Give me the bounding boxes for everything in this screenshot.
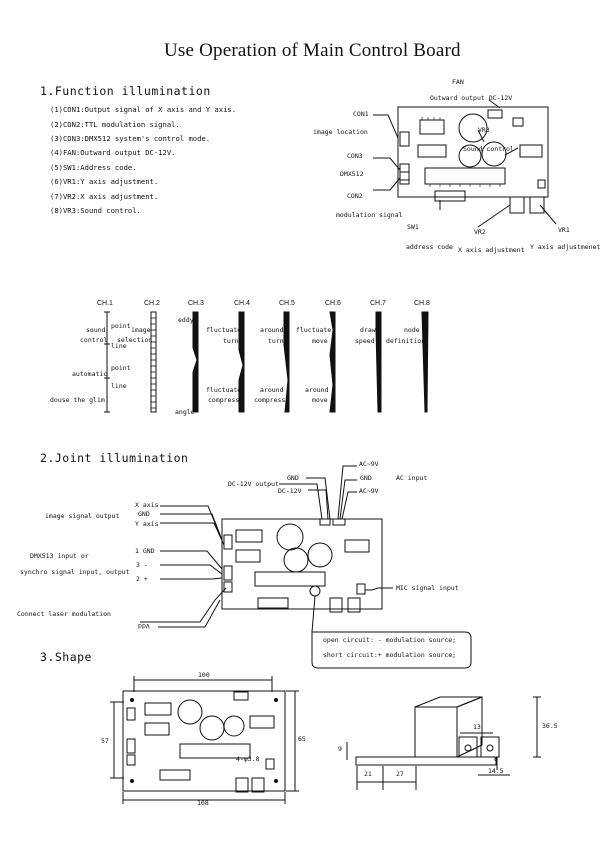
label-modulation-signal: modulation signal: [336, 211, 403, 219]
dim-57: 57: [101, 737, 109, 745]
label-dmx512: DMX512: [340, 170, 364, 178]
label-x-axis-adjustment: X axis adjustment: [458, 246, 525, 254]
ch1-automatic: automatic: [72, 370, 108, 378]
ch4-fluctuate: fluctuate: [206, 326, 242, 334]
label-outward-output: Outward output DC-12V: [430, 94, 513, 102]
label-vr3: VR3: [478, 126, 490, 134]
function-item: (6)VR1:Y axis adjustment.: [50, 177, 159, 186]
ch4-turn: turn: [223, 337, 239, 345]
ch4-fluctuate-2: fluctuate: [206, 386, 242, 394]
ch1-douse: douse the glim: [50, 396, 105, 404]
ch3-angle: angle: [175, 408, 195, 416]
label-fan: FAN: [452, 78, 464, 86]
dim-13: 13: [473, 723, 481, 731]
function-item: (2)CON2:TTL modulation signal.: [50, 120, 180, 129]
ch5-around-2: around: [260, 386, 284, 394]
ch1-point: point: [111, 322, 131, 330]
ch1-line: line: [111, 342, 127, 350]
joint-ac-input: AC input: [396, 474, 428, 482]
dim-hole: 4-φ3.8: [236, 755, 260, 763]
page-title: Use Operation of Main Control Board: [164, 40, 461, 61]
joint-open-circuit: open circuit: - modulation source;: [323, 636, 457, 644]
joint-dc12: DC-12V: [278, 487, 302, 495]
joint-image-signal-output: image signal output: [45, 512, 120, 520]
ch6-around: around: [305, 386, 329, 394]
joint-synchro: synchro signal input, output: [20, 568, 130, 576]
function-item: (5)SW1:Address code.: [50, 163, 137, 172]
function-item: (7)VR2:X axis adjustment.: [50, 192, 159, 201]
joint-dc12-output: DC-12V output: [228, 480, 279, 488]
section1-heading: 1.Function illumination: [40, 84, 211, 98]
joint-vdd: Vdd: [138, 622, 150, 630]
joint-gnd-top: GND: [287, 474, 299, 482]
function-item: (4)FAN:Outward output DC-12V.: [50, 148, 176, 157]
ch7-speed: speed: [355, 337, 375, 345]
joint-connect-laser: Connect laser modulation: [17, 610, 111, 618]
joint-x-axis: X axis: [135, 501, 159, 509]
label-con1: CON1: [353, 110, 369, 118]
ch1-control: control: [80, 336, 108, 344]
joint-mic-input: MIC signal input: [396, 584, 459, 592]
label-sound-control: Sound control: [463, 145, 514, 153]
joint-gnd-ac: GND: [360, 474, 372, 482]
label-con2: CON2: [347, 192, 363, 200]
channel-header: CH.3: [188, 300, 204, 307]
ch3-eddy: eddy: [178, 316, 194, 324]
dim-27: 27: [396, 770, 404, 778]
joint-dmx-input: DMX513 input or: [30, 552, 89, 560]
channel-header: CH.2: [144, 300, 160, 307]
channel-header: CH.1: [97, 300, 113, 307]
function-item: (1)CON1:Output signal of X axis and Y ax…: [50, 105, 237, 114]
dim-65: 65: [298, 735, 306, 743]
dim-21: 21: [364, 770, 372, 778]
joint-y-axis: Y axis: [135, 520, 159, 528]
channel-header: CH.6: [325, 300, 341, 307]
ch6-fluctuate: fluctuate: [296, 326, 332, 334]
ch2-image: image: [131, 326, 151, 334]
joint-1-gnd: 1 GND: [135, 547, 155, 555]
label-address-code: address code: [406, 243, 453, 251]
label-y-axis-adjustment: Y axis adjustmenet: [530, 243, 601, 251]
channel-header: CH.5: [279, 300, 295, 307]
joint-short-circuit: short circuit:+ modulation source;: [323, 651, 457, 659]
dim-9: 9: [338, 745, 342, 753]
function-item: (3)CON3:DMX512 system's control mode.: [50, 134, 211, 143]
channel-header: CH.7: [370, 300, 386, 307]
function-item: (8)VR3:Sound control.: [50, 206, 141, 215]
channel-header: CH.8: [414, 300, 430, 307]
ch5-compress: compress: [254, 396, 286, 404]
dim-100: 100: [198, 671, 210, 679]
dim-8: 8: [494, 755, 498, 763]
ch5-turn: turn: [268, 337, 284, 345]
ch8-definition: definition: [386, 337, 426, 345]
ch7-draw: draw: [360, 326, 376, 334]
label-sw1: SW1: [407, 223, 419, 231]
label-vr1: VR1: [558, 226, 570, 234]
ch6-move: move: [312, 337, 328, 345]
ch5-around: around: [260, 326, 284, 334]
joint-3-minus: 3 -: [136, 561, 148, 569]
joint-ac9-1: AC~9V: [359, 460, 379, 468]
dim-14-5: 14.5: [488, 767, 504, 775]
ch1-point-2: point: [111, 364, 131, 372]
channel-header: CH.4: [234, 300, 250, 307]
dim-108: 108: [197, 799, 209, 807]
ch8-node: node: [404, 326, 420, 334]
label-con3: CON3: [347, 152, 363, 160]
ch1-sound: sound: [86, 326, 106, 334]
joint-2-plus: 2 +: [136, 575, 148, 583]
joint-gnd: GND: [138, 510, 150, 518]
ch1-line-2: line: [111, 382, 127, 390]
ch4-compress: compress: [208, 396, 240, 404]
ch6-move-2: move: [312, 396, 328, 404]
label-vr2: VR2: [474, 228, 486, 236]
section3-heading: 3.Shape: [40, 650, 92, 664]
section2-heading: 2.Joint illumination: [40, 451, 189, 465]
dim-36-5: 36.5: [542, 722, 558, 730]
label-image-location: image location: [313, 128, 368, 136]
joint-ac9-2: AC~9V: [359, 487, 379, 495]
ch2-selection: selection: [117, 336, 153, 344]
